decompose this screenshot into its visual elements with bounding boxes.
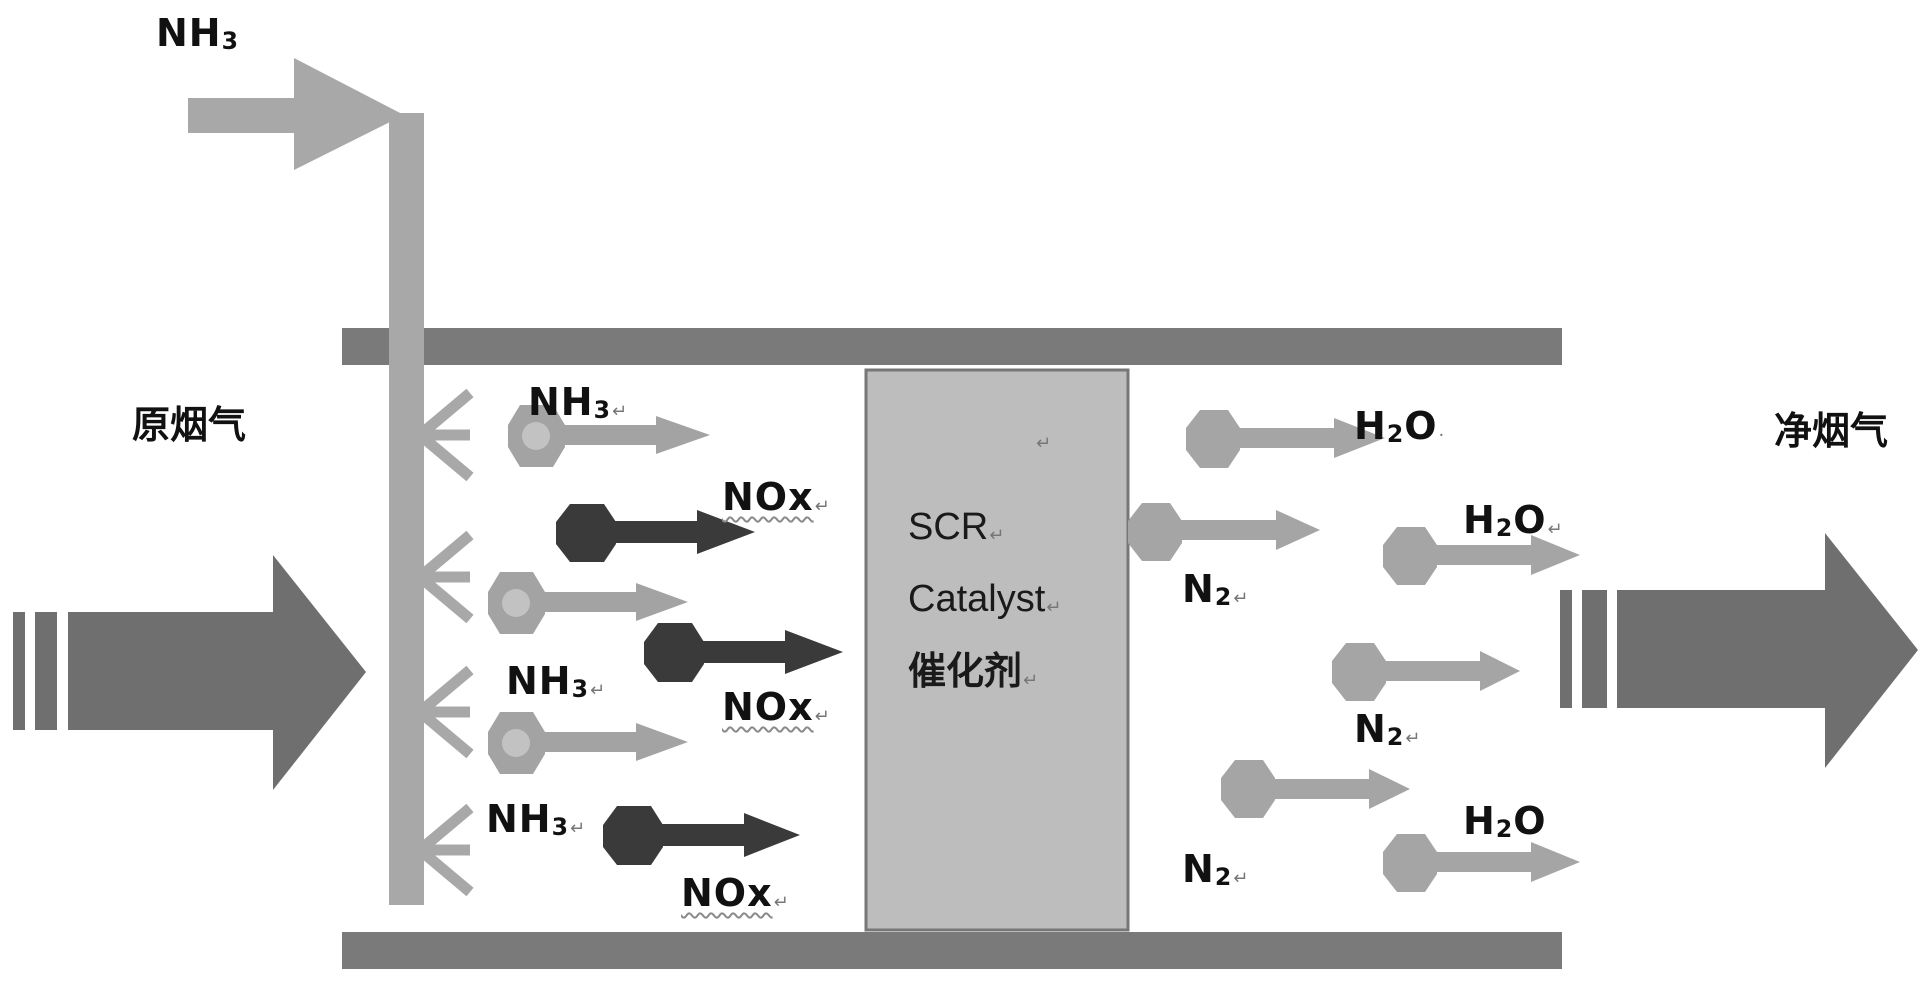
nh3-label-2: NH3↵ <box>506 659 607 703</box>
nh3-molecule-3 <box>488 712 688 774</box>
duct-top-wall <box>342 328 1562 365</box>
catalyst-top-mark: ↵ <box>1036 433 1052 453</box>
h2o-label-3: H2O <box>1463 799 1547 843</box>
nh3-label-3: NH3↵ <box>486 797 587 841</box>
nh3-label-1: NH3↵ <box>528 380 629 424</box>
catalyst-label-cn: 催化剂↵ <box>908 649 1039 693</box>
catalyst-block <box>864 368 1130 932</box>
injection-nozzles <box>416 388 474 897</box>
product-molecule-h2o-2 <box>1383 527 1580 585</box>
clean-gas-label: 净烟气 <box>1774 409 1889 453</box>
product-molecule-h2o-1 <box>1186 410 1385 468</box>
n2-label-3: N2↵ <box>1182 847 1250 891</box>
product-molecule-n2-2 <box>1332 643 1520 701</box>
catalyst-label-scr: SCR↵ <box>908 506 1005 548</box>
h2o-label-2: H2O↵ <box>1463 498 1564 542</box>
nh3-molecule-2 <box>488 572 688 634</box>
nox-label-3: NOx↵ <box>681 871 790 915</box>
nox-molecule-2 <box>644 623 843 682</box>
nox-molecule-3 <box>603 806 800 865</box>
nh3-molecule-1 <box>508 405 710 467</box>
nox-molecule-1 <box>556 504 755 562</box>
n2-label-1: N2↵ <box>1182 567 1250 611</box>
h2o-label-1: H2O· <box>1354 404 1446 448</box>
n2-label-2: N2↵ <box>1354 707 1422 751</box>
nozzle-fan-3 <box>416 665 474 759</box>
raw-gas-label: 原烟气 <box>132 403 247 447</box>
nozzle-fan-1 <box>416 388 474 482</box>
nox-label-2: NOx↵ <box>722 685 831 729</box>
product-molecule-n2-3 <box>1221 760 1410 818</box>
nozzle-fan-2 <box>416 530 474 624</box>
duct-bottom-wall <box>342 932 1562 969</box>
clean-gas-outlet-arrow <box>1560 533 1918 768</box>
ammonia-injection-pipe <box>389 113 424 905</box>
nh3-supply-label: NH3 <box>156 11 239 55</box>
product-molecule-n2-1 <box>1128 503 1320 561</box>
raw-gas-inlet-arrow <box>13 555 366 790</box>
nh3-supply-arrow <box>188 58 404 170</box>
product-molecule-h2o-3 <box>1383 834 1580 892</box>
nozzle-fan-4 <box>416 803 474 897</box>
nox-label-1: NOx↵ <box>722 475 831 519</box>
catalyst-label-catalyst: Catalyst↵ <box>908 578 1062 620</box>
